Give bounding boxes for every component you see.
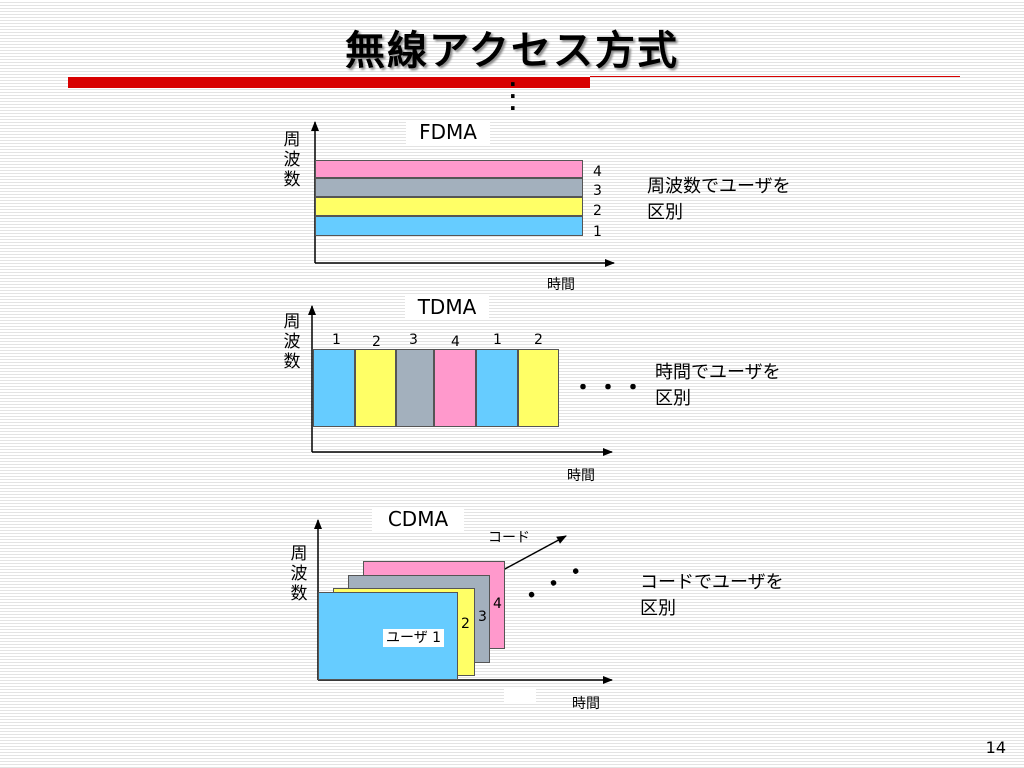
fdma-description-line: 区別: [647, 202, 683, 223]
tdma-x-axis-label: 時間: [567, 468, 595, 484]
fdma-band-4: [315, 160, 583, 178]
tdma-slot-3: [396, 349, 434, 427]
fdma-label: FDMA: [406, 120, 490, 144]
fdma-band-label: 2: [593, 203, 602, 219]
fdma-band-3: [315, 178, 583, 197]
decorative-dots: ···: [509, 72, 517, 120]
tdma-slot-6: [518, 349, 559, 427]
cdma-code-axis-label: コード: [488, 530, 530, 546]
tdma-slot-label: 3: [409, 332, 418, 348]
cdma-card-label: 3: [478, 609, 487, 625]
tdma-description: 時間でユーザを 区別: [655, 360, 781, 412]
tdma-slot-2: [355, 349, 396, 427]
fdma-description-line: 周波数でユーザを: [647, 176, 791, 197]
tdma-slot-label: 4: [451, 334, 460, 350]
page-title: 無線アクセス方式: [345, 28, 679, 74]
tdma-slot-1: [313, 349, 355, 427]
title-underline-bar: [68, 77, 590, 88]
tdma-slot-label: 2: [534, 332, 543, 348]
tdma-ellipsis: ・・・: [572, 376, 648, 401]
tdma-slot-label: 1: [493, 332, 502, 348]
fdma-band-label: 3: [593, 183, 602, 199]
tdma-slot-label: 1: [332, 332, 341, 348]
fdma-band-label: 4: [593, 164, 602, 180]
tdma-y-axis-label: 周波数: [283, 312, 301, 372]
cdma-card-label: 2: [461, 616, 470, 632]
fdma-x-axis-label: 時間: [547, 277, 575, 293]
cdma-axis-gap: [504, 688, 536, 702]
cdma-description-line: 区別: [640, 598, 676, 619]
tdma-slot-5: [476, 349, 518, 427]
cdma-y-axis-label: 周波数: [290, 544, 308, 604]
page-number: 14: [985, 738, 1006, 757]
fdma-band-2: [315, 197, 583, 216]
cdma-code-axis: [502, 535, 567, 571]
tdma-label: TDMA: [405, 295, 489, 319]
fdma-band-label: 1: [593, 224, 602, 240]
cdma-card-label: 4: [493, 596, 502, 612]
cdma-description-line: コードでユーザを: [640, 572, 784, 593]
fdma-band-1: [315, 216, 583, 236]
tdma-slot-label: 2: [372, 334, 381, 350]
fdma-description: 周波数でユーザを 区別: [647, 174, 791, 226]
tdma-description-line: 時間でユーザを: [655, 362, 781, 383]
cdma-x-axis-label: 時間: [572, 696, 600, 712]
fdma-y-axis-label: 周波数: [283, 130, 301, 190]
cdma-user-label: ユーザ 1: [383, 629, 445, 647]
cdma-label: CDMA: [372, 507, 464, 531]
tdma-description-line: 区別: [655, 388, 691, 409]
title-underline-line: [590, 76, 960, 77]
tdma-slot-4: [434, 349, 476, 427]
cdma-description: コードでユーザを 区別: [640, 570, 784, 622]
